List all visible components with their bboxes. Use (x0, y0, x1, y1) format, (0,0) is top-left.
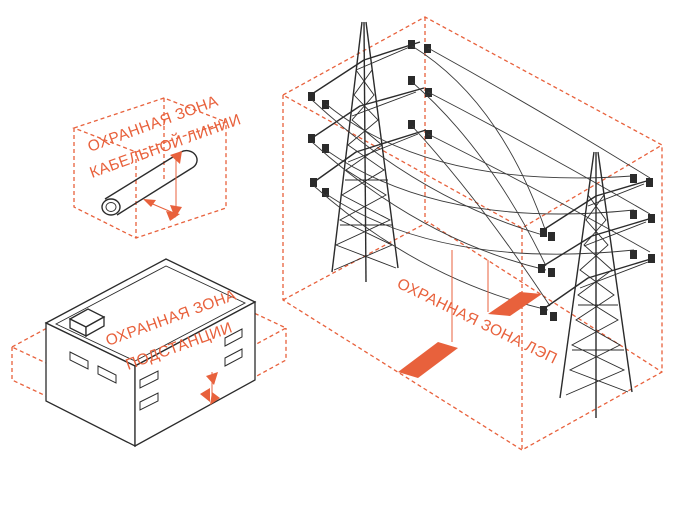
cable-zone-arrows (143, 151, 182, 221)
svg-text:ОХРАННАЯ ЗОНА ЛЭП: ОХРАННАЯ ЗОНА ЛЭП (394, 275, 560, 367)
substation-zone-arrows (200, 372, 220, 405)
power-line-zone-label: ОХРАННАЯ ЗОНА ЛЭП (394, 275, 560, 367)
transmission-tower-icon (538, 151, 655, 418)
power-line-zone-box (281, 16, 664, 451)
cable-pipe-icon (101, 149, 198, 216)
zone-arrow-icon (143, 199, 156, 207)
zone-arrow-icon (210, 392, 220, 405)
zone-arrow-icon (206, 372, 218, 385)
zone-arrow-icon (170, 151, 182, 164)
zone-arrow-icon (398, 342, 458, 378)
substation-building-icon (44, 258, 257, 448)
transmission-tower-icon (308, 21, 432, 283)
power-line-zone-arrows (398, 250, 542, 378)
cable-zone-box (72, 97, 228, 239)
power-line-wires (311, 45, 651, 311)
zone-arrow-icon (488, 292, 542, 316)
zone-arrow-icon (200, 388, 210, 402)
zone-arrow-icon (170, 205, 182, 218)
